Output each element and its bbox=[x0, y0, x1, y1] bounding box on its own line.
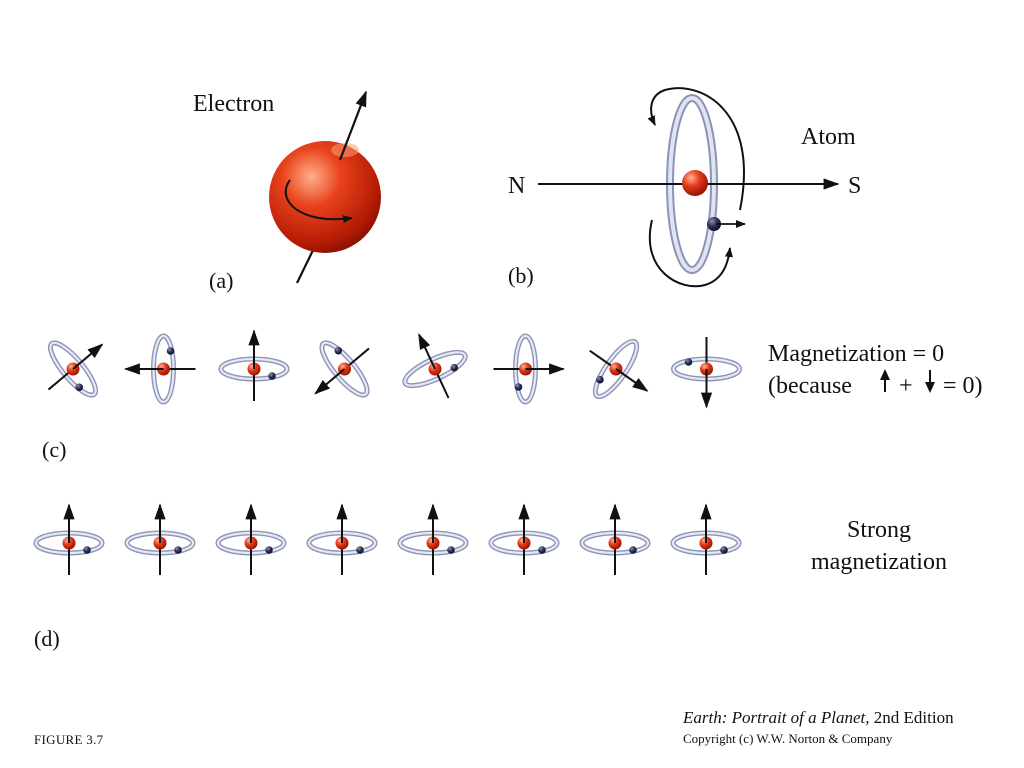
strong-caption: Strong bbox=[847, 517, 911, 543]
random-atom-5 bbox=[401, 335, 469, 398]
panel-a: Electron (a) bbox=[193, 91, 381, 293]
orbiting-electron bbox=[515, 383, 523, 391]
book-citation: Earth: Portrait of a Planet, 2nd Edition bbox=[682, 708, 954, 727]
north-pole-label: N bbox=[508, 173, 525, 199]
orbiting-electron bbox=[167, 347, 175, 355]
aligned-atom-2 bbox=[127, 505, 193, 575]
orbiting-electron bbox=[265, 546, 273, 554]
aligned-atom-4 bbox=[309, 505, 375, 575]
panel-b: Atom N S (b) bbox=[508, 88, 861, 288]
orbiting-electron bbox=[75, 383, 83, 391]
random-atom-1 bbox=[44, 337, 102, 400]
random-atoms-row bbox=[44, 331, 739, 407]
formula-prefix: (because bbox=[768, 373, 852, 399]
electron-sphere-icon bbox=[269, 92, 381, 283]
orbiting-electron bbox=[720, 546, 728, 554]
copyright: Copyright (c) W.W. Norton & Company bbox=[683, 731, 893, 746]
aligned-atom-8 bbox=[673, 505, 739, 575]
orbiting-electron bbox=[83, 546, 91, 554]
orbiting-electron bbox=[450, 364, 458, 372]
random-atom-4 bbox=[315, 337, 373, 400]
random-atom-3 bbox=[221, 331, 287, 401]
atom-icon bbox=[538, 88, 838, 286]
orbiting-electron bbox=[596, 376, 604, 384]
random-atom-7 bbox=[589, 336, 647, 402]
atom-title: Atom bbox=[801, 124, 856, 150]
aligned-atom-5 bbox=[400, 505, 466, 575]
panel-d: Strong magnetization (d) bbox=[34, 505, 947, 651]
aligned-atoms-row bbox=[36, 505, 739, 575]
orbiting-electron bbox=[174, 546, 182, 554]
formula-suffix: = 0) bbox=[943, 373, 983, 399]
random-atom-8 bbox=[674, 337, 740, 407]
magnetization-zero-formula: (because + = 0) bbox=[768, 369, 983, 399]
up-arrow-icon bbox=[880, 369, 890, 392]
panel-a-label: (a) bbox=[209, 268, 233, 293]
magnetization-caption: magnetization bbox=[811, 549, 947, 575]
random-atom-2 bbox=[126, 336, 196, 402]
aligned-atom-6 bbox=[491, 505, 557, 575]
panel-c: Magnetization = 0 (because + = 0) (c) bbox=[42, 331, 983, 462]
down-arrow-icon bbox=[925, 370, 935, 393]
south-pole-label: S bbox=[848, 173, 861, 199]
orbiting-electron bbox=[268, 372, 276, 380]
orbiting-electron bbox=[447, 546, 455, 554]
aligned-atom-3 bbox=[218, 505, 284, 575]
orbiting-electron bbox=[334, 347, 342, 355]
orbiting-electron bbox=[629, 546, 637, 554]
figure-number: FIGURE 3.7 bbox=[34, 732, 104, 747]
panel-d-label: (d) bbox=[34, 626, 60, 651]
book-title: Earth: Portrait of a Planet, bbox=[682, 708, 870, 727]
magnetization-zero-caption: Magnetization = 0 bbox=[768, 341, 944, 367]
panel-c-label: (c) bbox=[42, 437, 66, 462]
footer: FIGURE 3.7 Earth: Portrait of a Planet, … bbox=[34, 708, 954, 747]
formula-plus: + bbox=[899, 373, 913, 399]
electron-title: Electron bbox=[193, 91, 274, 117]
orbiting-electron bbox=[356, 546, 364, 554]
aligned-atom-1 bbox=[36, 505, 102, 575]
orbiting-electron bbox=[538, 546, 546, 554]
panel-b-label: (b) bbox=[508, 263, 534, 288]
orbiting-electron bbox=[685, 358, 693, 366]
random-atom-6 bbox=[494, 336, 564, 402]
edition-text: 2nd Edition bbox=[874, 708, 954, 727]
aligned-atom-7 bbox=[582, 505, 648, 575]
